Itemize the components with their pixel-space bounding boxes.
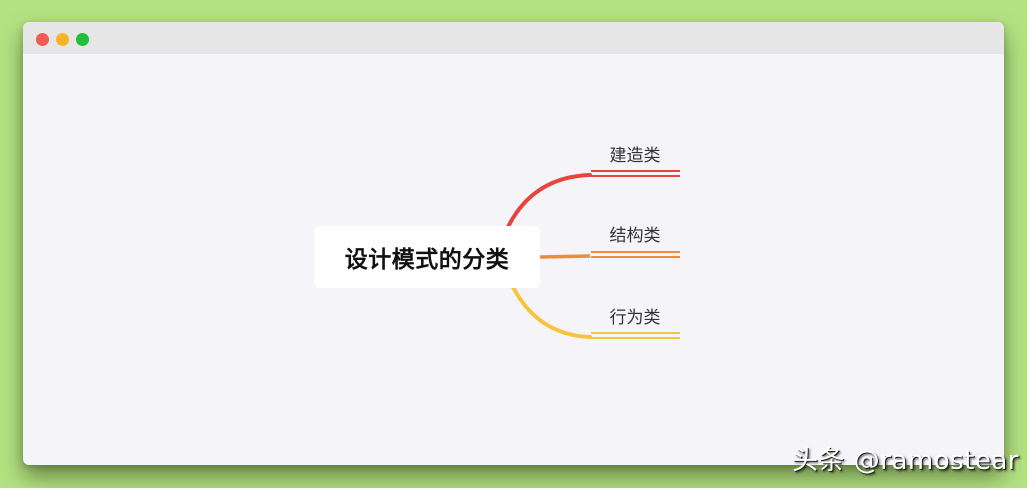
- title-bar: [23, 22, 1004, 54]
- branch-label: 行为类: [609, 308, 661, 328]
- connector-branch-1: [506, 173, 592, 229]
- app-window: 设计模式的分类 建造类 结构类 行为类: [23, 22, 1004, 465]
- root-label: 设计模式的分类: [344, 247, 510, 273]
- branch-node-behavioral[interactable]: 行为类: [590, 303, 680, 328]
- branch-node-creational[interactable]: 建造类: [590, 141, 680, 166]
- connector-branch-2: [539, 254, 591, 259]
- connector-branch-3: [511, 285, 592, 339]
- branch-node-structural[interactable]: 结构类: [590, 221, 680, 246]
- minimize-button[interactable]: [56, 33, 69, 46]
- watermark: 头条 @ramostear: [792, 446, 1019, 476]
- close-button[interactable]: [36, 33, 49, 46]
- branch-label: 建造类: [609, 146, 661, 166]
- maximize-button[interactable]: [76, 33, 89, 46]
- mindmap-connectors: [506, 170, 680, 339]
- mindmap-root-node[interactable]: 设计模式的分类: [314, 226, 540, 288]
- branch-label: 结构类: [609, 226, 661, 246]
